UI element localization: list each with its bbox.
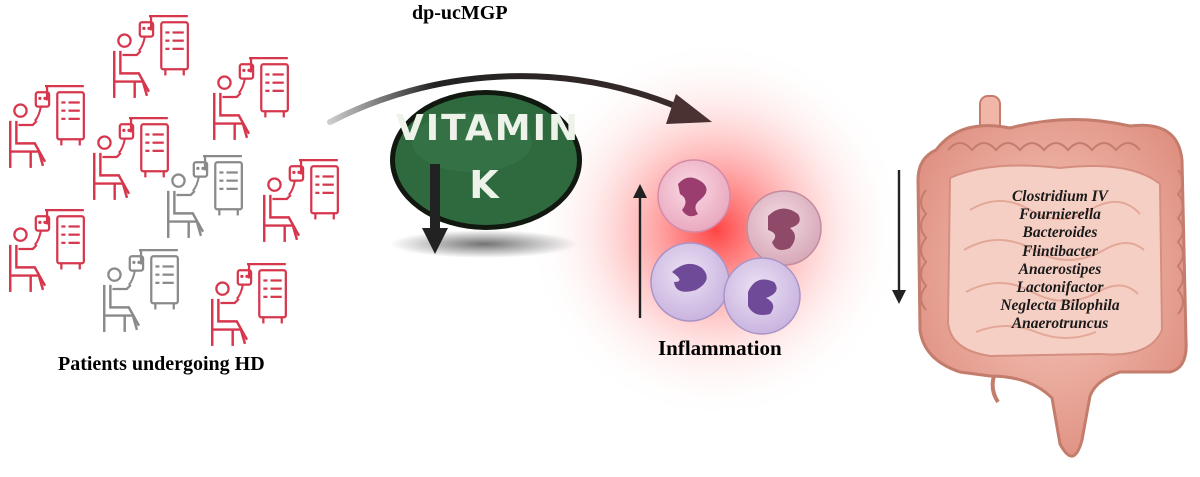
bacteria-list: Clostridium IV Fournierella Bacteroides …	[968, 188, 1152, 334]
down-arrow-icon	[422, 164, 448, 254]
curved-arrow	[327, 73, 683, 125]
patient-dialysis-icon	[211, 262, 288, 348]
curved-arrow-head	[666, 94, 712, 124]
patient-dialysis-icon	[263, 158, 340, 244]
patient-dialysis-icon	[113, 14, 190, 100]
bacteria-item: Bacteroides	[1022, 224, 1098, 242]
inflammation-label: Inflammation	[658, 336, 782, 360]
vitamin-sign-line1: VITAMIN	[396, 108, 580, 149]
patients-group	[9, 14, 340, 348]
bacteria-item: Flintibacter	[1022, 242, 1098, 260]
bacteria-item: Anaerostipes	[1018, 260, 1102, 278]
vitamin-k-chalkboard-icon: VITAMIN K	[390, 90, 582, 258]
vitamin-sign-line2: K	[469, 163, 500, 207]
immune-cells-icon	[650, 159, 822, 335]
patients-label: Patients undergoing HD	[58, 353, 265, 375]
bacteria-item: Clostridium IV	[1011, 188, 1109, 205]
patient-dialysis-icon	[213, 56, 290, 142]
inflammation-glow	[526, 40, 906, 420]
patient-dialysis-icon	[167, 154, 244, 240]
patient-dialysis-icon	[9, 84, 86, 170]
patient-dialysis-icon	[103, 248, 180, 334]
down-arrow-icon	[892, 170, 906, 304]
bacteria-item: Lactonifactor	[1016, 279, 1104, 297]
patient-dialysis-icon	[9, 208, 86, 294]
up-arrow-icon	[633, 184, 647, 318]
title-label: dp-ucMGP	[412, 2, 508, 24]
colon-icon	[916, 95, 1188, 458]
bacteria-item: Neglecta Bilophila	[1000, 297, 1120, 315]
patient-dialysis-icon	[93, 116, 170, 202]
bacteria-item: Anaerotruncus	[1011, 315, 1109, 333]
bacteria-item: Fournierella	[1019, 206, 1101, 224]
